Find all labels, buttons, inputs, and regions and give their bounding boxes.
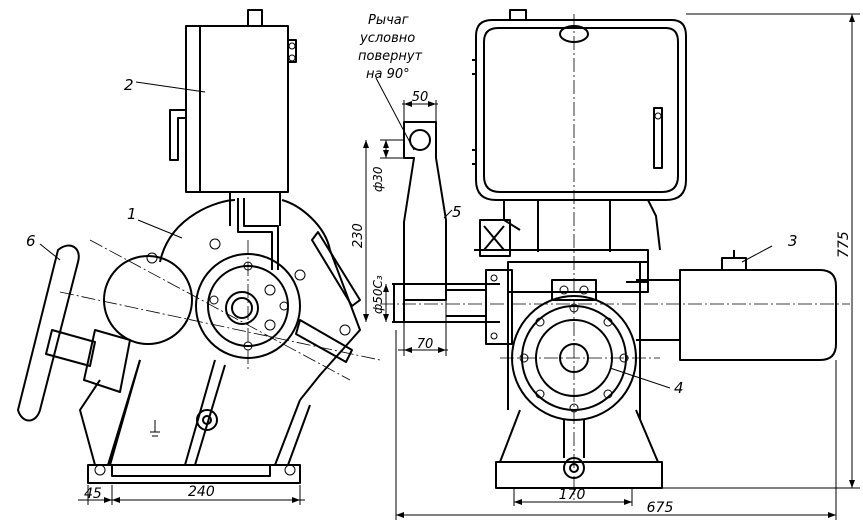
callout-1: 1 — [127, 205, 137, 223]
dimension-phi30: ф30 — [371, 166, 385, 192]
dimension-240: 240 — [188, 484, 215, 500]
callout-5: 5 — [452, 203, 462, 221]
callout-6: 6 — [26, 232, 36, 250]
lever — [375, 77, 500, 323]
left-view: 45 240 2 1 6 — [17, 9, 381, 505]
base-front — [495, 409, 663, 489]
dimension-45: 45 — [84, 486, 102, 502]
base-side — [79, 359, 311, 484]
lever-dimensions — [363, 100, 448, 356]
dimension-675: 675 — [647, 500, 674, 516]
dimension-170: 170 — [559, 487, 586, 503]
control-box-front — [472, 9, 687, 201]
dimension-50: 50 — [412, 90, 429, 105]
left-base-dimensions — [78, 485, 305, 505]
main-housing-side — [103, 199, 361, 401]
callout-2: 2 — [124, 76, 134, 94]
lever-note-line-2: условно — [359, 31, 415, 46]
callout-3: 3 — [788, 232, 798, 250]
dimension-230: 230 — [351, 223, 366, 248]
control-box-side — [169, 9, 297, 193]
callout-4: 4 — [674, 379, 684, 397]
lever-note-line-3: повернут — [358, 49, 423, 64]
handwheel-side — [17, 244, 131, 422]
motor-front — [636, 250, 837, 361]
lever-note-line-1: Рычаг — [368, 13, 409, 28]
dimension-70: 70 — [417, 337, 434, 352]
lever-note-line-4: на 90° — [366, 67, 410, 82]
dimension-phi50: ф50С₃ — [371, 275, 385, 314]
right-dimensions — [395, 13, 860, 520]
dimension-775: 775 — [836, 231, 852, 258]
right-view: 170 675 775 3 4 — [380, 9, 860, 520]
gearbox-front — [474, 219, 649, 421]
